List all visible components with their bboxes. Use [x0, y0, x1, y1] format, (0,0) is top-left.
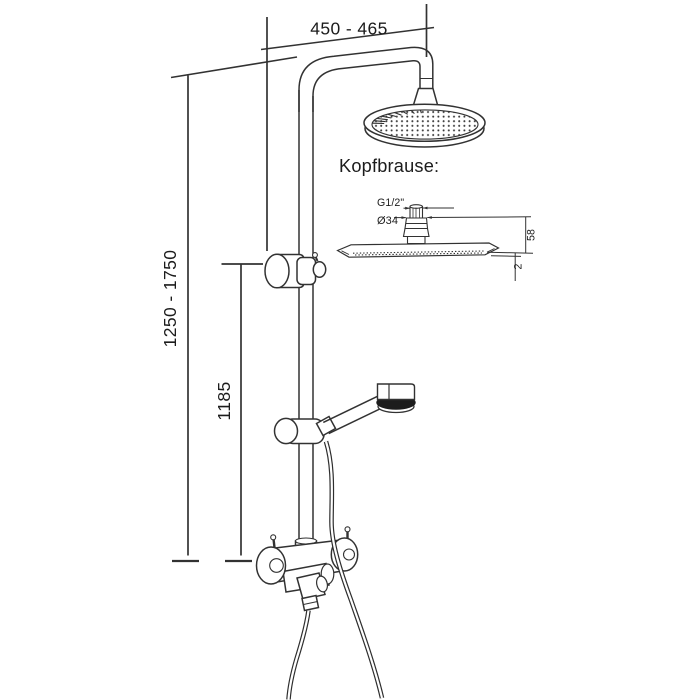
profile-nozzle-dots: [352, 250, 485, 254]
shower-hose: [286, 440, 385, 700]
thermostat-valve: [255, 526, 359, 612]
rim-thickness-label: 2: [513, 264, 525, 270]
riser-pipe: [298, 90, 314, 546]
head-height-label: 58: [526, 229, 538, 241]
detail-dimension-lines: [394, 206, 534, 281]
overhead-shower-head: [363, 103, 486, 148]
wall-bracket: [264, 252, 327, 289]
hand-shower-head: [376, 383, 416, 414]
valve-outlet: [296, 572, 329, 612]
labels: 450 - 465 1250 - 1750 1185 Kopfbrause: G…: [160, 19, 538, 421]
dimension-lines: [170, 4, 435, 563]
hand-shower-holder: [273, 415, 337, 445]
top-reference-line: [170, 56, 298, 79]
bracket-height-label: 1185: [214, 381, 234, 420]
detail-connector: [402, 204, 430, 245]
shower-column: [255, 46, 486, 700]
thread-hatching: [412, 207, 420, 218]
thread-size-label: G1/2": [377, 197, 404, 209]
arm-projection-label: 450 - 465: [310, 19, 388, 39]
shower-arm: [298, 46, 434, 112]
head-spray-face: [371, 109, 479, 140]
arm-projection-dim-line: [260, 26, 435, 51]
valve-left-knob: [255, 534, 287, 585]
detail-title: Kopfbrause:: [339, 156, 439, 176]
riser-height-range-label: 1250 - 1750: [160, 250, 180, 348]
hand-shower-handle: [322, 395, 385, 435]
kopfbrause-detail: [336, 204, 534, 281]
bracket-knob: [312, 252, 327, 279]
head-rim-hatching: [372, 109, 422, 125]
holder-clamp: [315, 415, 337, 437]
connector-diameter-label: Ø34: [377, 215, 398, 227]
detail-head-profile: [336, 242, 500, 258]
